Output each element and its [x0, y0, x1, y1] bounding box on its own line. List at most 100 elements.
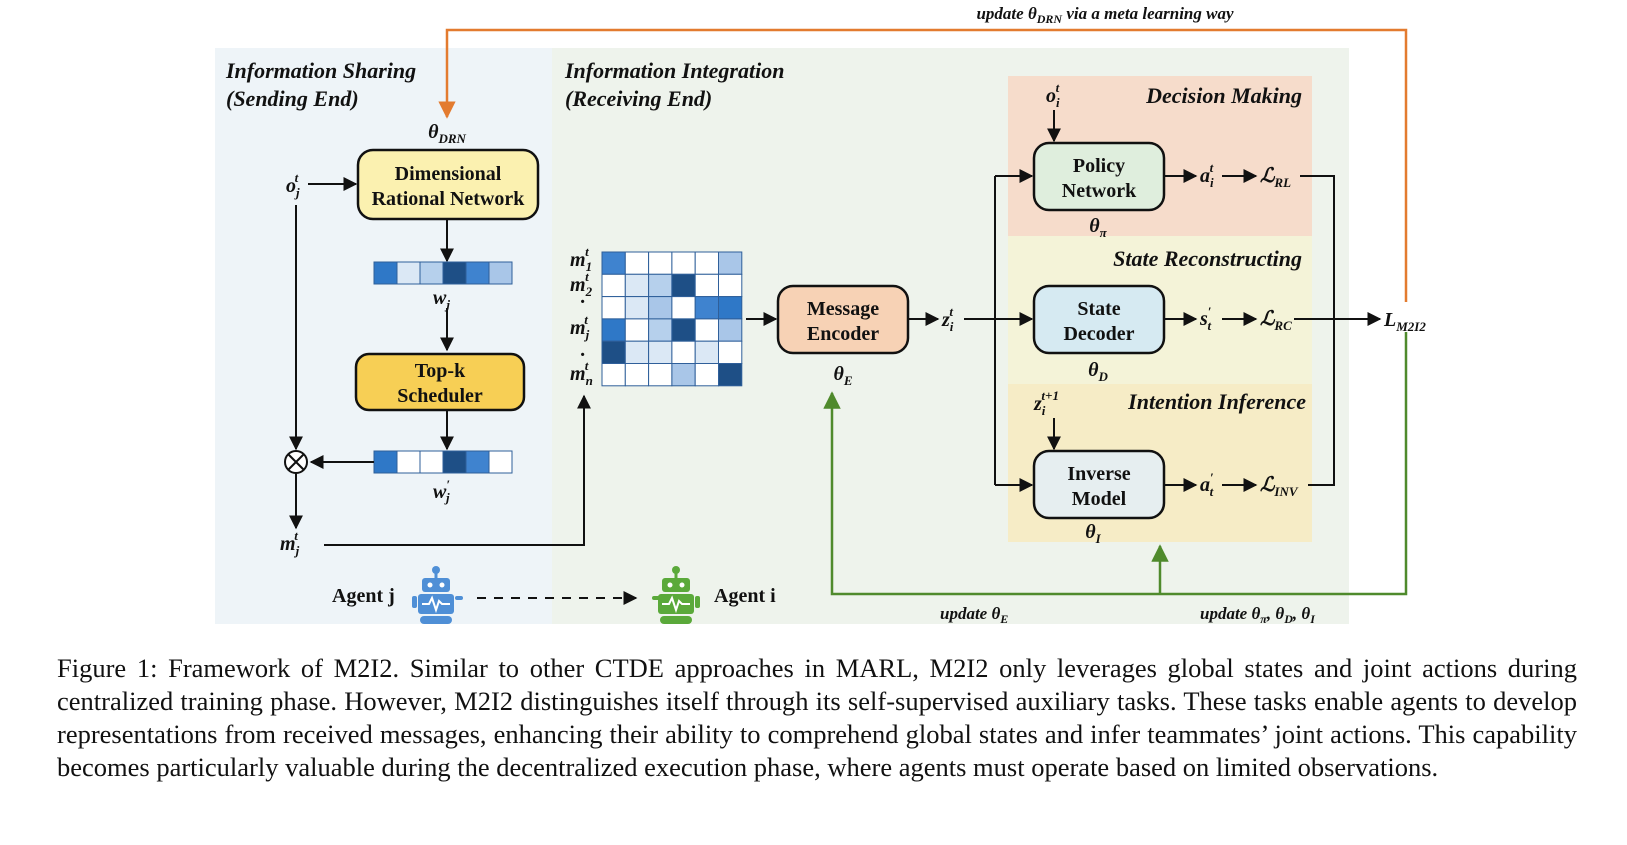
m-dots-1: · — [580, 291, 585, 313]
matrix-cell — [624, 296, 650, 320]
inverse-label-line1: Inverse — [1067, 463, 1130, 485]
w-j-prime-cell — [465, 450, 490, 474]
matrix-cell — [601, 273, 626, 298]
agent-i-label: Agent i — [714, 585, 776, 607]
matrix-cell — [718, 340, 743, 365]
m-j-symbol: mjt — [280, 528, 300, 558]
matrix-cell — [601, 363, 626, 387]
w-j-prime-cell — [488, 450, 513, 474]
topk-label-line2: Scheduler — [397, 385, 483, 407]
drn-label-line2: Rational Network — [372, 188, 526, 210]
m-dots-2: · — [580, 344, 585, 366]
integration-title-line1: Information Integration — [564, 58, 784, 83]
w-j-symbol: wj — [433, 287, 450, 312]
w-j-cell — [373, 261, 398, 285]
matrix-cell — [648, 363, 673, 387]
matrix-cell — [671, 363, 696, 387]
matrix-cell — [648, 273, 673, 298]
agent-j-label: Agent j — [332, 585, 395, 607]
matrix-cell — [694, 363, 720, 387]
matrix-cell — [694, 251, 720, 275]
state-reconstructing-title: State Reconstructing — [1113, 246, 1302, 271]
w-j-prime-symbol: w′j — [433, 477, 450, 505]
w-j-cell — [396, 261, 421, 285]
topk-box[interactable] — [354, 352, 526, 412]
a-i-symbol: ait — [1200, 160, 1214, 190]
m-j-row-symbol: mjt — [570, 312, 590, 342]
loss-rl-connector — [1300, 175, 1335, 486]
sharing-title-line2: (Sending End) — [226, 86, 359, 111]
matrix-cell — [671, 296, 696, 320]
robot-icon-green — [652, 566, 700, 624]
matrix-cell — [718, 363, 743, 387]
matrix-cell — [671, 273, 696, 298]
matrix-cell — [601, 318, 626, 342]
meta-update-arrow — [438, 28, 1408, 302]
matrix-cell — [718, 296, 743, 320]
matrix-cell — [624, 340, 650, 365]
w-j-prime-cell — [373, 450, 398, 474]
drn-label-line1: Dimensional — [395, 163, 502, 185]
mj-to-matrix-arrow — [324, 394, 591, 546]
matrix-cell — [648, 296, 673, 320]
w-j-cell — [419, 261, 444, 285]
m-n-symbol: mnt — [570, 358, 593, 388]
matrix-cell — [624, 363, 650, 387]
matrix-cell — [624, 273, 650, 298]
robot-icon-blue — [412, 566, 463, 624]
update-heads-label: update θπ, θD, θI — [1200, 604, 1316, 626]
encoder-label-line2: Encoder — [807, 323, 879, 345]
matrix-cell — [648, 318, 673, 342]
intention-inference-title: Intention Inference — [1127, 389, 1306, 414]
matrix-cell — [601, 296, 626, 320]
policy-label-line2: Network — [1062, 180, 1137, 202]
multiply-icon — [284, 450, 308, 474]
w-j-prime-vector — [373, 450, 513, 474]
matrix-cell — [718, 318, 743, 342]
green-update-loop — [823, 332, 1408, 596]
decoder-label-line1: State — [1077, 298, 1120, 320]
matrix-cell — [671, 340, 696, 365]
meta-update-label: update θDRN via a meta learning way — [976, 4, 1234, 26]
matrix-cell — [624, 318, 650, 342]
policy-label-line1: Policy — [1073, 155, 1125, 177]
matrix-cell — [601, 251, 626, 275]
decision-making-title: Decision Making — [1145, 83, 1302, 108]
m-2-symbol: m2t — [570, 269, 593, 299]
matrix-cell — [648, 340, 673, 365]
update-encoder-label: update θE — [940, 604, 1008, 626]
message-row-labels: m1t m2t · mjt · mnt — [570, 244, 593, 388]
message-matrix — [601, 251, 743, 387]
integration-title-line2: (Receiving End) — [565, 86, 712, 111]
z-i-symbol: zit — [941, 304, 954, 334]
matrix-cell — [648, 251, 673, 275]
w-j-prime-cell — [419, 450, 444, 474]
inverse-label-line2: Model — [1072, 488, 1127, 510]
matrix-cell — [671, 251, 696, 275]
s-prime-symbol: s′t — [1199, 304, 1212, 333]
w-j-prime-cell — [396, 450, 421, 474]
a-prime-symbol: a′t — [1200, 470, 1214, 499]
matrix-cell — [718, 251, 743, 275]
matrix-cell — [671, 318, 696, 342]
decoder-label-line2: Decoder — [1063, 323, 1134, 345]
o-j-symbol: ojt — [286, 170, 300, 200]
w-j-vector — [373, 261, 513, 285]
matrix-cell — [601, 340, 626, 365]
encoder-label-line1: Message — [807, 298, 879, 320]
figure-caption: Figure 1: Framework of M2I2. Similar to … — [57, 653, 1577, 782]
sharing-panel — [215, 48, 552, 624]
w-j-cell — [465, 261, 490, 285]
matrix-cell — [624, 251, 650, 275]
matrix-cell — [694, 273, 720, 298]
topk-label-line1: Top-k — [415, 360, 466, 382]
matrix-cell — [694, 340, 720, 365]
w-j-prime-cell — [442, 450, 467, 474]
matrix-cell — [718, 273, 743, 298]
m-1-symbol: m1t — [570, 244, 592, 274]
w-j-cell — [442, 261, 467, 285]
loss-total-symbol: LM2I2 — [1383, 309, 1426, 334]
matrix-cell — [694, 318, 720, 342]
w-j-cell — [488, 261, 513, 285]
